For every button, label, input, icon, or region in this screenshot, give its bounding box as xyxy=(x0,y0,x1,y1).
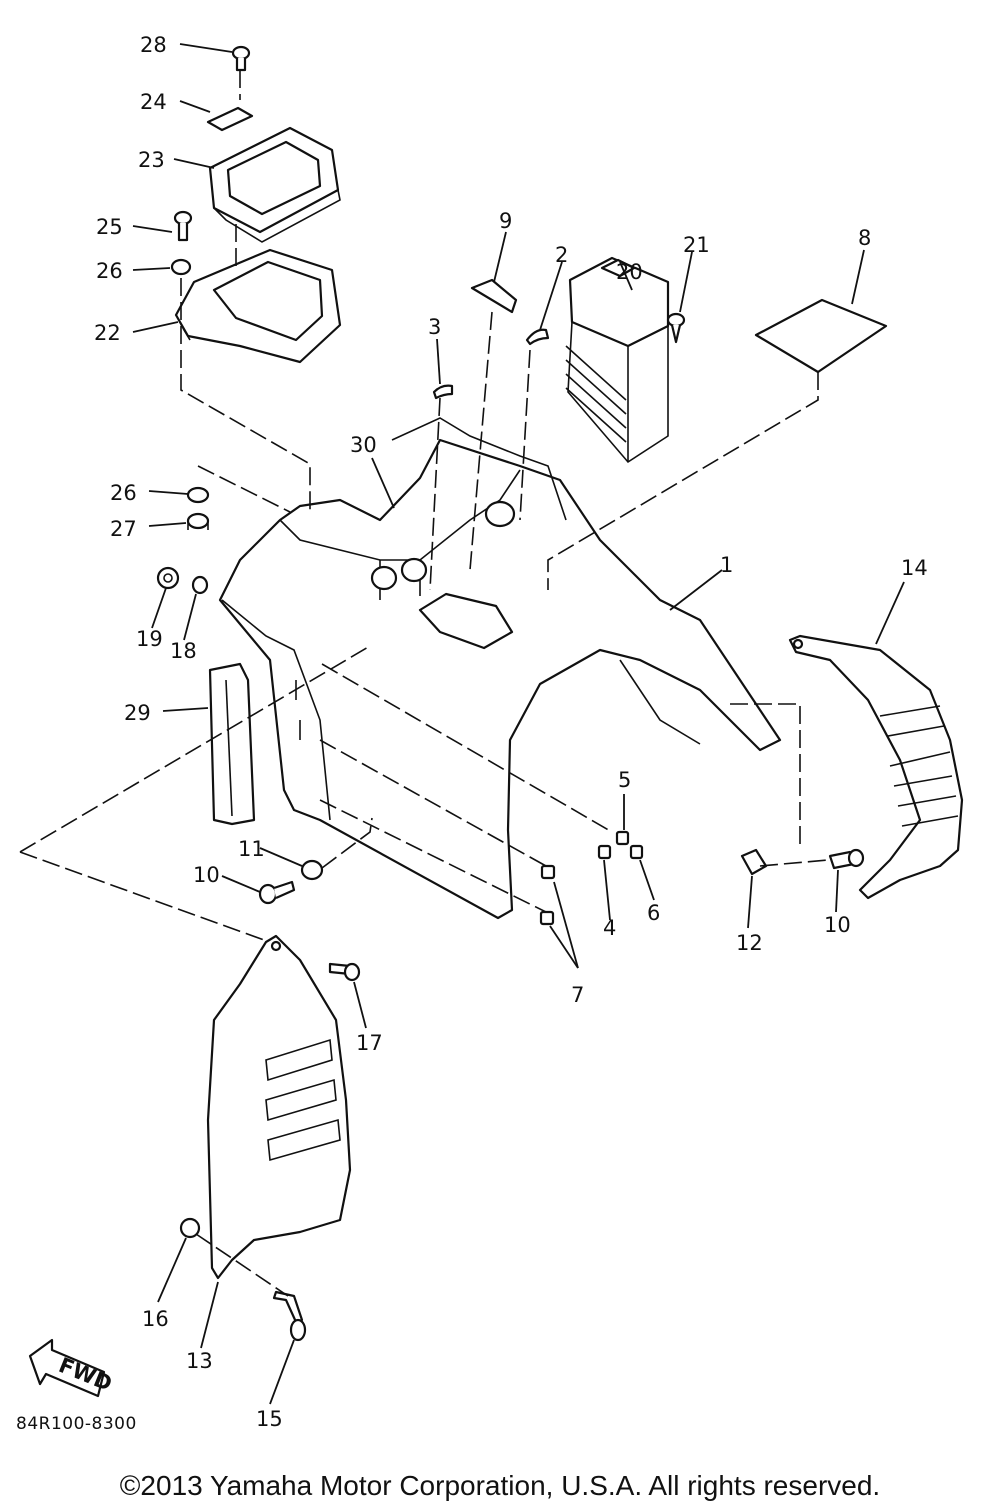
callout-1: 1 xyxy=(720,553,733,577)
callout-9: 9 xyxy=(499,209,512,233)
part-4-clip xyxy=(597,844,612,860)
callout-8: 8 xyxy=(858,226,871,250)
part-6-clip xyxy=(629,844,644,860)
callout-26-upper: 26 xyxy=(96,259,123,283)
drawing-code: 84R100-8300 xyxy=(16,1414,137,1434)
callout-18: 18 xyxy=(170,639,197,663)
part-5-clip xyxy=(615,830,630,846)
callout-19: 19 xyxy=(136,627,163,651)
part-9-decal xyxy=(470,278,518,314)
fwd-arrow-icon: FWD xyxy=(28,1338,115,1398)
part-15-bolt xyxy=(272,1290,307,1342)
part-28-screw xyxy=(231,45,251,72)
callout-14: 14 xyxy=(901,556,928,580)
copyright-notice: ©2013 Yamaha Motor Corporation, U.S.A. A… xyxy=(119,1470,881,1501)
part-26-grommet-upper xyxy=(170,258,192,276)
part-25-bolt xyxy=(173,210,193,242)
callout-10-left: 10 xyxy=(193,863,220,887)
part-2-clip xyxy=(525,328,550,346)
part-10-bolt-right xyxy=(828,848,865,870)
callout-labels: 28 24 23 25 26 22 9 2 20 21 8 3 30 26 27… xyxy=(94,33,928,1431)
callout-16: 16 xyxy=(142,1307,169,1331)
part-16-collar xyxy=(179,1217,201,1239)
part-14-side-cover-right xyxy=(788,634,964,900)
part-10-bolt-left xyxy=(258,880,296,905)
callout-3: 3 xyxy=(428,315,441,339)
callout-22: 22 xyxy=(94,321,121,345)
part-23-bezel xyxy=(208,126,341,243)
callout-17: 17 xyxy=(356,1031,383,1055)
part-18-washer xyxy=(191,575,209,595)
part-13-side-cover-left xyxy=(206,934,352,1280)
callout-5: 5 xyxy=(618,768,631,792)
part-24-plate xyxy=(206,106,254,132)
leader-lines xyxy=(132,43,905,1405)
callout-26-lower: 26 xyxy=(110,481,137,505)
exploded-parts-diagram: FWD xyxy=(19,33,964,1431)
callout-23: 23 xyxy=(138,148,165,172)
callout-7: 7 xyxy=(571,983,584,1007)
part-8-label xyxy=(754,298,888,374)
part-7-clip-lower xyxy=(539,910,555,926)
callout-30: 30 xyxy=(350,433,377,457)
part-22-housing xyxy=(174,248,342,364)
part-12-nut xyxy=(740,848,768,876)
callout-24: 24 xyxy=(140,90,167,114)
callout-6: 6 xyxy=(647,901,660,925)
part-1-fender xyxy=(218,417,782,920)
callout-15: 15 xyxy=(256,1407,283,1431)
part-3-clip xyxy=(432,384,454,400)
part-19-nut xyxy=(156,566,180,590)
assembly-lines xyxy=(19,70,829,1297)
callout-4: 4 xyxy=(603,916,616,940)
callout-25: 25 xyxy=(96,215,123,239)
callout-10-right: 10 xyxy=(824,913,851,937)
part-26-grommet-lower xyxy=(186,486,210,504)
part-21-screw xyxy=(666,312,686,344)
callout-2: 2 xyxy=(555,243,568,267)
part-17-bolt xyxy=(328,962,361,982)
part-27-collar xyxy=(186,512,210,530)
part-11-collar xyxy=(300,859,324,881)
callout-21: 21 xyxy=(683,233,710,257)
part-20-toolbox xyxy=(565,256,670,464)
callout-28: 28 xyxy=(140,33,167,57)
callout-11: 11 xyxy=(238,837,265,861)
callout-29: 29 xyxy=(124,701,151,725)
callout-12: 12 xyxy=(736,931,763,955)
callout-20: 20 xyxy=(616,260,643,284)
callout-27: 27 xyxy=(110,517,137,541)
part-29-bracket xyxy=(208,662,256,826)
part-7-clip-upper xyxy=(540,864,556,880)
callout-13: 13 xyxy=(186,1349,213,1373)
